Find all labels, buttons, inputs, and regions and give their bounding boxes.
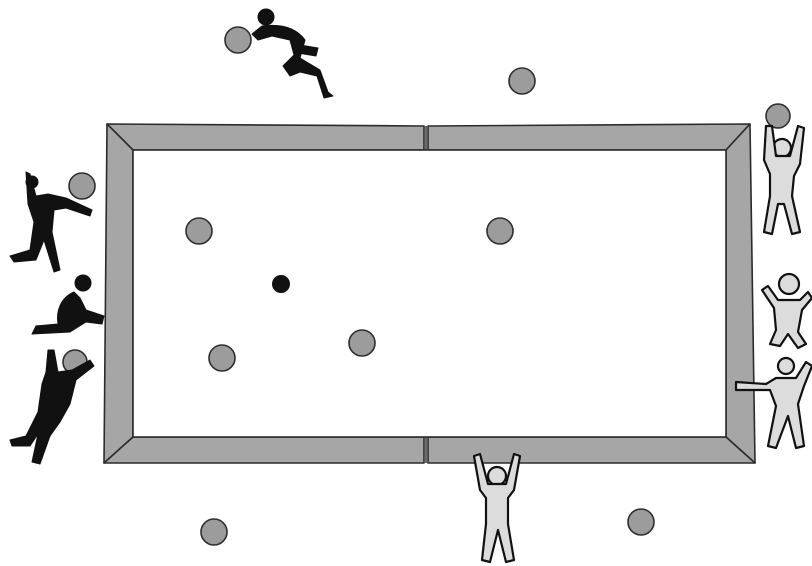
wall-left [104, 124, 133, 463]
stick-figure-player-icon [762, 274, 812, 348]
ball-icon [209, 345, 235, 371]
stick-figure-player-icon [474, 454, 520, 562]
ball-icon [509, 68, 535, 94]
court-floor [133, 150, 726, 437]
ball-icon [69, 173, 95, 199]
court [104, 124, 755, 463]
stick-figure-player-icon [32, 275, 104, 334]
stick-figure-player-icon [10, 350, 94, 464]
wall-top-right [428, 124, 750, 150]
ball-icon [201, 519, 227, 545]
wall-bottom-left [104, 437, 424, 463]
wall-top-left [107, 124, 424, 150]
wall-right [726, 124, 755, 463]
ball-icon [225, 27, 251, 53]
target-ball-icon [272, 275, 290, 293]
ball-icon [487, 218, 513, 244]
ball-icon [186, 218, 212, 244]
ball-icon [628, 509, 654, 535]
stick-figure-player-icon [252, 9, 333, 98]
ball-icon [349, 330, 375, 356]
stick-figure-player-icon [764, 126, 804, 234]
ball-icon [766, 104, 790, 128]
